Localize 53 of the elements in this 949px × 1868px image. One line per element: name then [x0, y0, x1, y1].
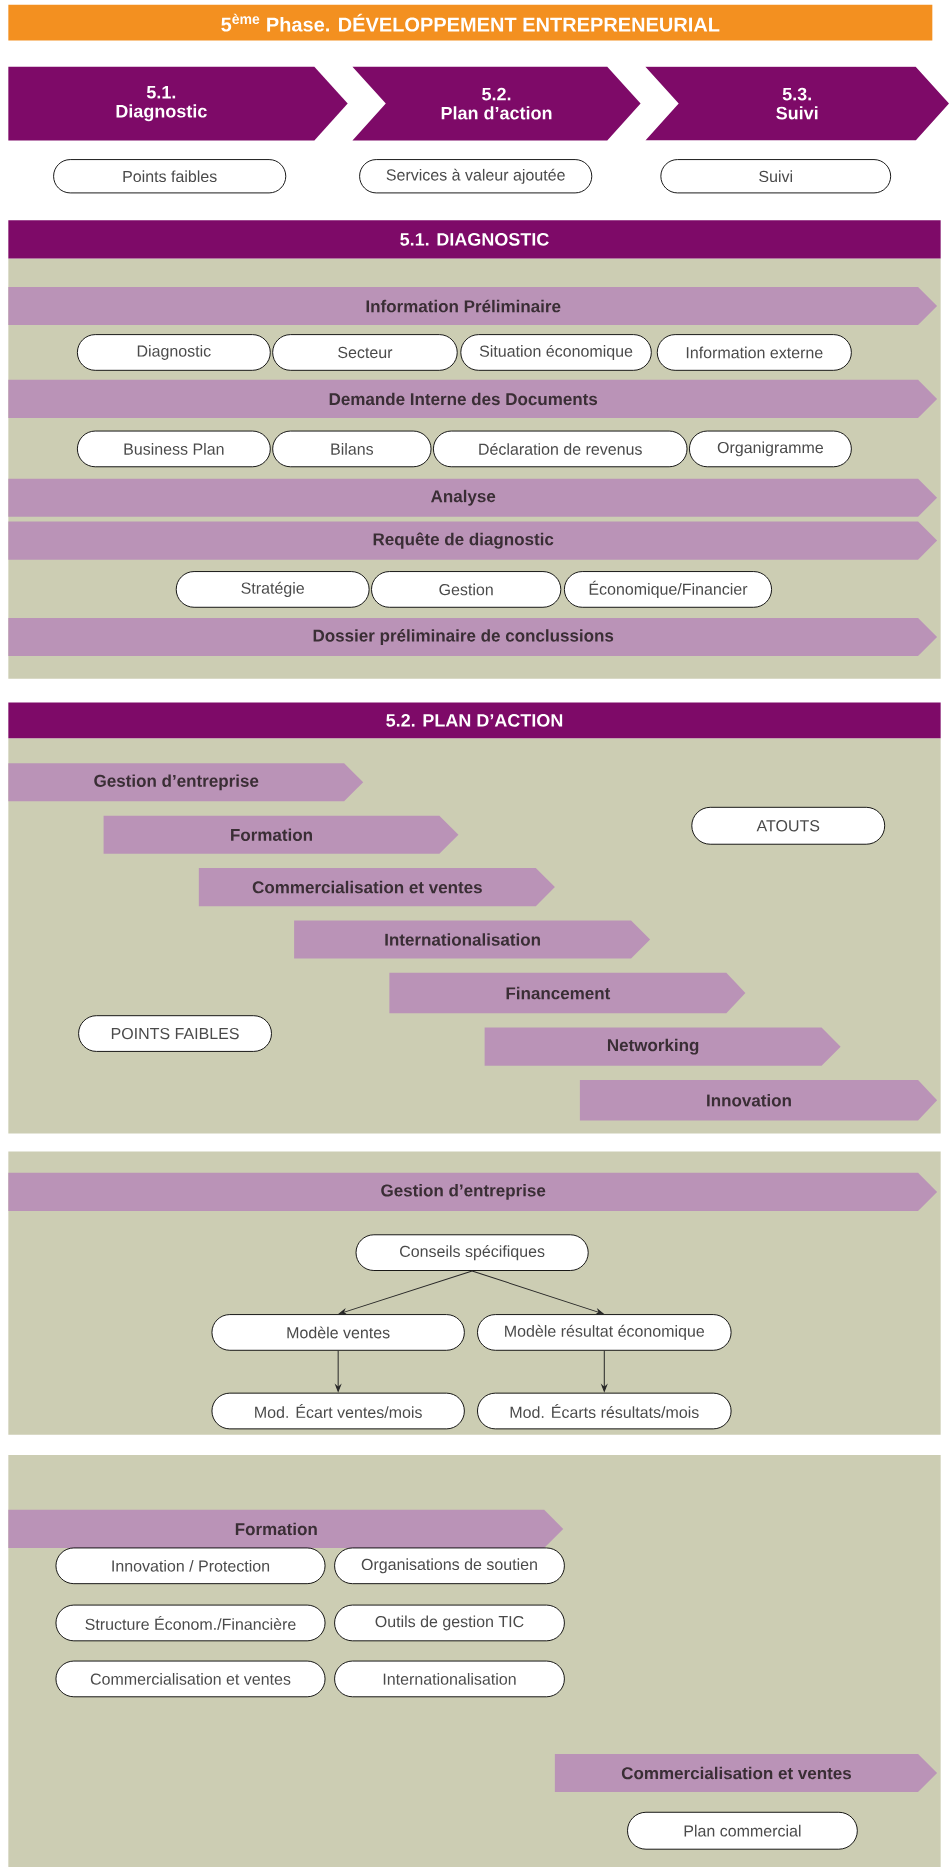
- rounded-box: Organigramme: [688, 430, 852, 468]
- rounded-box: Structure Économ./Financière: [55, 1604, 326, 1642]
- phase-banner: 5.3. Suivi: [645, 66, 949, 141]
- rounded-box: Business Plan: [76, 430, 271, 468]
- rounded-box: Économique/Financier: [563, 571, 773, 608]
- node-label: 5.2. PLAN D’ACTION: [386, 714, 563, 727]
- arrow-band: Commercialisation et ventes: [198, 868, 555, 907]
- arrow: [335, 1350, 342, 1392]
- arrow-band: Demande Interne des Documents: [8, 379, 938, 418]
- phase-banner: 5.2. Plan d’action: [352, 66, 641, 141]
- rounded-box: Points faibles: [53, 159, 287, 194]
- rounded-box: Innovation / Protection: [55, 1547, 326, 1585]
- phase-banner: 5.1. Diagnostic: [8, 66, 348, 141]
- arrow-band: Dossier préliminaire de conclussions: [8, 618, 938, 657]
- rounded-box: Conseils spécifiques: [355, 1234, 589, 1271]
- arrow-band: Innovation: [579, 1080, 938, 1121]
- rounded-box: Outils de gestion TIC: [334, 1604, 565, 1642]
- arrow: [339, 1270, 473, 1315]
- arrow-band: Information Préliminaire: [8, 286, 938, 326]
- arrow-band: Internationalisation: [294, 920, 651, 959]
- rounded-box: Plan commercial: [627, 1811, 858, 1850]
- title-banner: 5$^{ème}$ Phase. DÉVELOPPEMENT ENTREPRENEURIAL: [8, 4, 933, 41]
- arrow-band: Commercialisation et ventes: [554, 1753, 938, 1793]
- rounded-box: Internationalisation: [334, 1660, 565, 1698]
- arrow-band: Formation: [8, 1509, 564, 1548]
- rounded-box: Organisations de soutien: [334, 1547, 565, 1585]
- arrow-band: Gestion d’entreprise: [8, 1172, 938, 1211]
- rounded-box: Modèle ventes: [211, 1314, 465, 1351]
- rounded-box: Modèle résultat économique: [477, 1314, 732, 1351]
- rounded-box: Bilans: [272, 430, 432, 468]
- rounded-box: Déclaration de revenus: [432, 430, 688, 468]
- rounded-box: Situation économique: [460, 334, 652, 371]
- arrow-band: Requête de diagnostic: [8, 521, 938, 560]
- arrow: [601, 1350, 608, 1392]
- arrow-band: Financement: [389, 972, 746, 1014]
- rounded-box: Mod. Écarts résultats/mois: [477, 1392, 732, 1430]
- rounded-box: Services à valeur ajoutée: [359, 159, 593, 194]
- arrow-band: Networking: [484, 1027, 841, 1066]
- node-label: 5.1. DIAGNOSTIC: [400, 232, 549, 246]
- rounded-box: Stratégie: [175, 571, 370, 608]
- rounded-box: Suivi: [660, 159, 892, 194]
- rounded-box: Information externe: [656, 334, 852, 371]
- rounded-box: POINTS FAIBLES: [78, 1015, 272, 1052]
- rounded-box: Gestion: [371, 571, 562, 608]
- arrow-band: Formation: [103, 815, 459, 854]
- rounded-box: ATOUTS: [691, 806, 886, 845]
- rounded-box: Secteur: [272, 334, 458, 371]
- rounded-box: Diagnostic: [76, 334, 271, 371]
- rounded-box: Commercialisation et ventes: [55, 1660, 326, 1698]
- rounded-box: Mod. Écart ventes/mois: [211, 1392, 465, 1430]
- arrow-band: Gestion d’entreprise: [8, 763, 364, 802]
- arrow: [471, 1270, 604, 1315]
- arrow-band: Analyse: [8, 478, 938, 517]
